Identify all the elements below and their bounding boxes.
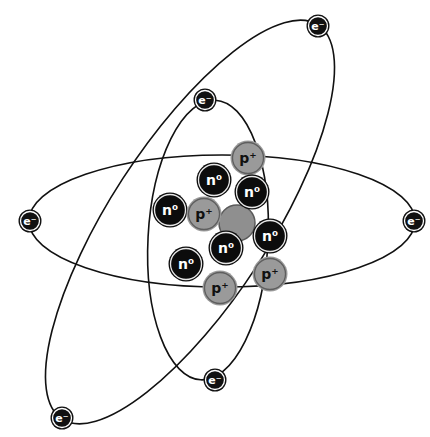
electron-symbol: e⁻ — [198, 95, 211, 106]
electron-symbol: e⁻ — [23, 216, 36, 227]
particle-edge — [153, 193, 188, 228]
proton-symbol: p⁺ — [211, 281, 228, 295]
particle-edge — [169, 247, 204, 282]
proton-symbol: p⁺ — [195, 207, 212, 221]
neutron-circle: n⁰ — [208, 230, 244, 266]
proton-symbol: p⁺ — [261, 267, 278, 281]
electron-circle: e⁻ — [18, 209, 42, 233]
particle-edge — [204, 369, 227, 392]
particle-body — [53, 409, 72, 428]
particle-edge — [231, 141, 266, 176]
neutron-symbol: n⁰ — [244, 185, 260, 199]
proton-circle: p⁺ — [252, 256, 288, 292]
neutron-symbol: n⁰ — [178, 257, 194, 271]
neutron-circle: n⁰ — [196, 162, 232, 198]
proton-circle: p⁺ — [186, 196, 222, 232]
particle-edge — [203, 271, 238, 306]
electron-symbol: e⁻ — [55, 413, 68, 424]
particle-body — [205, 273, 236, 304]
neutron-circle: n⁰ — [252, 218, 288, 254]
particle-body — [199, 165, 230, 196]
orbit-ellipse — [29, 155, 415, 287]
electron-circle: e⁻ — [50, 406, 74, 430]
particle-edge — [253, 257, 288, 292]
neutron-symbol: n⁰ — [218, 241, 234, 255]
particle-edge — [403, 210, 426, 233]
neutron-circle: n⁰ — [152, 192, 188, 228]
particle-edge — [209, 231, 244, 266]
neutron-symbol: n⁰ — [206, 173, 222, 187]
particle-edge — [235, 175, 270, 210]
particle-body — [255, 221, 286, 252]
particle-edge — [197, 163, 232, 198]
particle-body — [309, 17, 328, 36]
particle-edge — [194, 89, 217, 112]
particle-edge — [51, 407, 74, 430]
particle-edge — [253, 219, 288, 254]
particle-body — [237, 177, 268, 208]
particle-body — [211, 233, 242, 264]
proton-circle: p⁺ — [202, 270, 238, 306]
electron-circle: e⁻ — [402, 209, 426, 233]
particle-body — [233, 143, 264, 174]
particle-body — [21, 212, 40, 231]
neutron-circle: n⁰ — [234, 174, 270, 210]
neutron-symbol: n⁰ — [162, 203, 178, 217]
particle-body — [155, 195, 186, 226]
particle-body — [405, 212, 424, 231]
particle-body — [189, 199, 220, 230]
electron-symbol: e⁻ — [407, 216, 420, 227]
particle-edge — [307, 15, 330, 38]
particle-body — [206, 371, 225, 390]
electron-circle: e⁻ — [306, 14, 330, 38]
proton-symbol: p⁺ — [239, 151, 256, 165]
neutron-circle: n⁰ — [168, 246, 204, 282]
particle-edge — [19, 210, 42, 233]
proton-circle: p⁺ — [230, 140, 266, 176]
electron-circle: e⁻ — [193, 88, 217, 112]
particle-body — [196, 91, 215, 110]
neutron-symbol: n⁰ — [262, 229, 278, 243]
particle-body — [171, 249, 202, 280]
electron-symbol: e⁻ — [311, 21, 324, 32]
particle-edge — [187, 197, 222, 232]
particle-body — [255, 259, 286, 290]
electron-circle: e⁻ — [203, 368, 227, 392]
orbit-ellipse — [0, 0, 385, 437]
electron-symbol: e⁻ — [208, 375, 221, 386]
